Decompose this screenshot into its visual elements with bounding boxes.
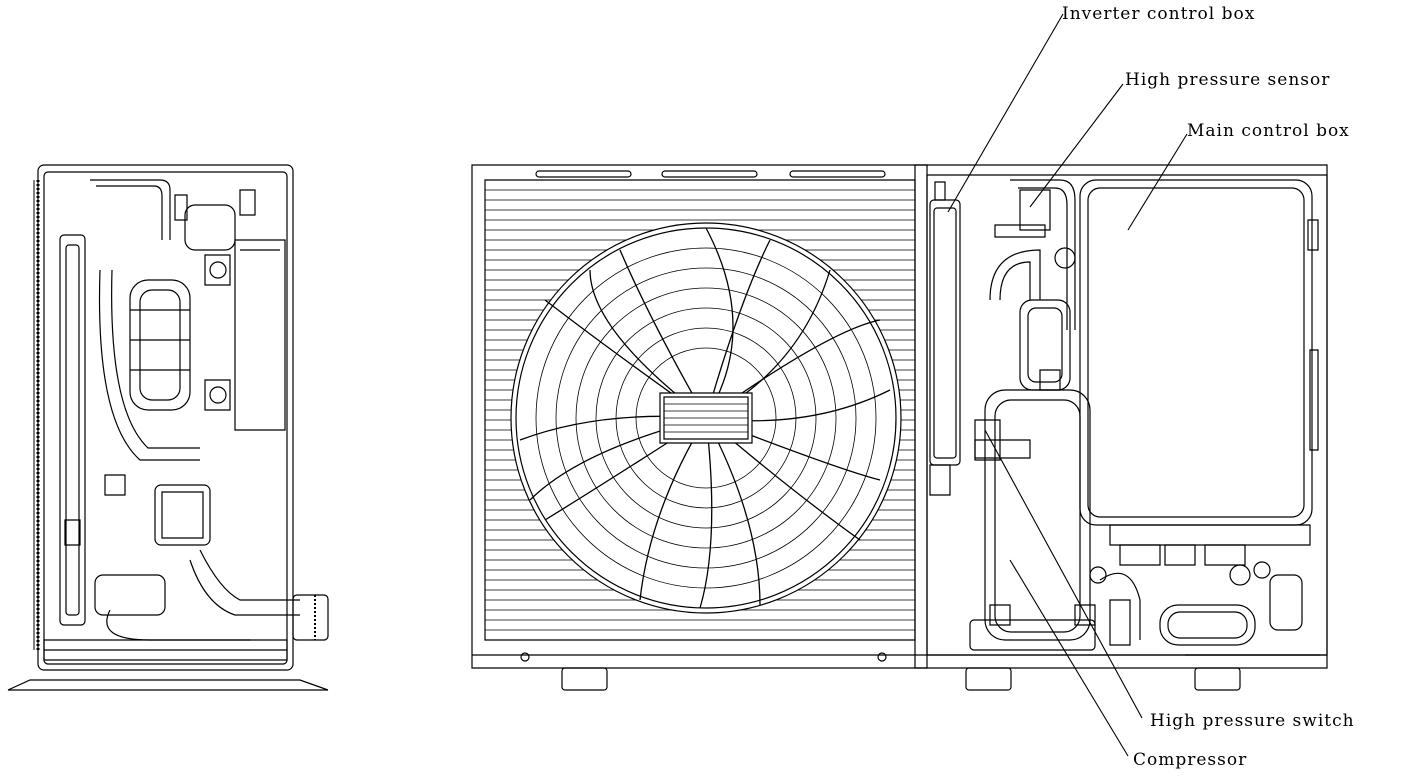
label-high-pressure-switch: High pressure switch <box>1150 711 1355 731</box>
label-inverter-control-box: Inverter control box <box>1062 4 1256 24</box>
label-main-control-box: Main control box <box>1187 121 1350 141</box>
label-compressor: Compressor <box>1133 750 1248 770</box>
side-fin-edge <box>34 180 38 650</box>
side-view <box>8 165 328 690</box>
leader-inverter-control-box <box>948 14 1063 212</box>
compressor <box>970 390 1095 650</box>
label-high-pressure-sensor: High pressure sensor <box>1125 70 1331 90</box>
front-view <box>472 165 1327 690</box>
main-control-box <box>1080 180 1318 525</box>
inverter-control-box <box>930 182 960 495</box>
leader-lines <box>948 14 1187 756</box>
leader-main-control-box <box>1128 134 1187 230</box>
high-pressure-piping <box>975 180 1075 458</box>
lower-right-components <box>1090 525 1320 655</box>
leader-high-pressure-sensor <box>1030 84 1123 207</box>
leader-compressor <box>1010 560 1128 756</box>
fan-guard <box>511 223 901 613</box>
leader-high-pressure-switch <box>985 430 1142 718</box>
